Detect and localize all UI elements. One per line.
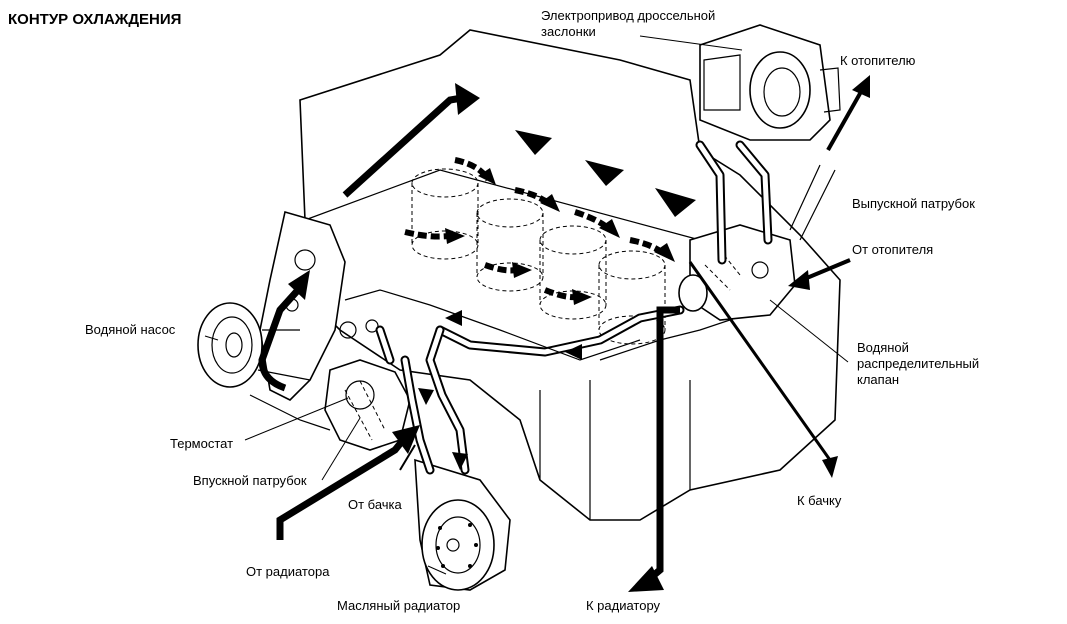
outlet-housing	[678, 224, 796, 321]
water-pump	[197, 210, 346, 431]
bold-flow-arrow-icon	[585, 160, 624, 186]
leader-lines	[204, 35, 849, 575]
arrow-to-heater-icon	[852, 75, 870, 98]
label-from-tank: От бачка	[348, 497, 403, 512]
labels: Электропривод дроссельной заслонки К ото…	[85, 8, 979, 613]
throttle-body	[699, 24, 841, 141]
label-inlet: Впускной патрубок	[193, 473, 307, 488]
label-to-radiator: К радиатору	[586, 598, 661, 613]
bold-flow-arrow-icon	[515, 130, 552, 155]
flow-arrows	[258, 83, 696, 592]
thin-flow-arrows	[399, 75, 870, 478]
label-from-radiator: От радиатора	[246, 564, 330, 579]
label-thermostat: Термостат	[170, 436, 233, 451]
arrow-from-heater-icon	[788, 270, 810, 290]
label-to-tank: К бачку	[797, 493, 842, 508]
label-oil-cooler: Масляный радиатор	[337, 598, 460, 613]
bold-flow-arrow-icon	[655, 188, 696, 217]
label-from-heater: От отопителя	[852, 242, 933, 257]
engine-block	[299, 29, 841, 521]
bold-flow-arrow-icon	[392, 425, 420, 454]
oil-cooler	[414, 458, 511, 591]
label-to-heater: К отопителю	[840, 53, 916, 68]
label-valve-line2: распределительный	[857, 356, 979, 371]
bold-flow-arrow-icon	[288, 270, 310, 300]
bold-flow-arrow-icon	[455, 83, 480, 115]
coolant-hoses	[344, 140, 836, 475]
label-valve-line3: клапан	[857, 372, 899, 387]
arrow-to-tank-icon	[822, 456, 838, 478]
label-throttle-line2: заслонки	[541, 24, 596, 39]
label-outlet: Выпускной патрубок	[852, 196, 975, 211]
bold-flow-arrow-icon	[628, 566, 664, 592]
diagram-title: КОНТУР ОХЛАЖДЕНИЯ	[8, 11, 181, 28]
label-throttle-line1: Электропривод дроссельной	[541, 8, 715, 23]
label-water-pump: Водяной насос	[85, 322, 176, 337]
label-valve-line1: Водяной	[857, 340, 909, 355]
